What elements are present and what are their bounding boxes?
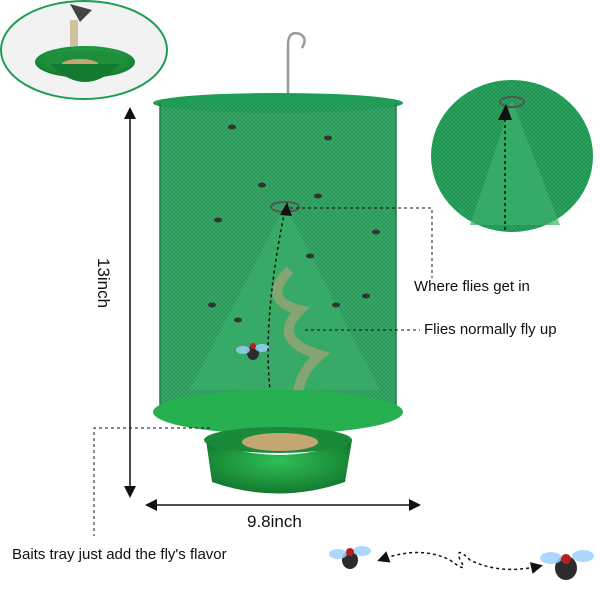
height-label: 13inch	[94, 258, 113, 309]
callout-tray: Baits tray just add the fly's flavor	[12, 546, 227, 563]
fly-icon	[329, 546, 371, 569]
bait-pouring-inset	[0, 0, 168, 100]
entry-leader-line	[290, 207, 433, 278]
fly-trap-net	[153, 93, 403, 422]
flight-path-diagram	[329, 546, 594, 580]
fly-icon	[236, 343, 269, 360]
hanger-hook	[286, 31, 306, 98]
fly-icon	[540, 550, 594, 580]
bait-tray	[153, 390, 403, 494]
callout-fly-up: Flies normally fly up	[424, 321, 557, 338]
tray-leader-line	[93, 427, 210, 536]
entry-cone-inset	[431, 80, 593, 232]
width-label: 9.8inch	[247, 512, 302, 531]
callout-entry: Where flies get in	[414, 278, 530, 295]
